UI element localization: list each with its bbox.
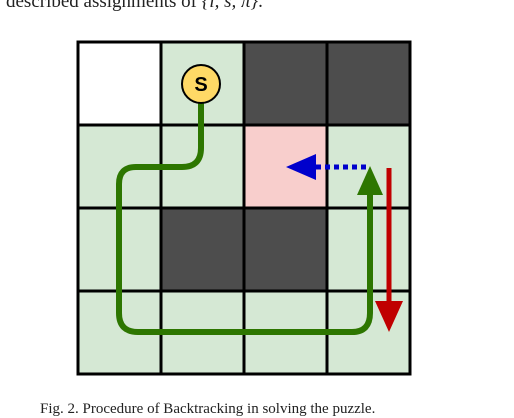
maze-cell-wall: [327, 42, 410, 125]
figure-caption: Fig. 2. Procedure of Backtracking in sol…: [40, 401, 376, 417]
intro-suffix: .: [258, 0, 263, 12]
backtrack-arrowhead-icon: [375, 301, 403, 332]
grid-lines: [76, 40, 412, 376]
intro-math: {l, s, π}: [201, 0, 259, 12]
intro-text: described assignments of {l, s, π}.: [6, 0, 263, 13]
maze-cell-wall: [244, 208, 327, 291]
probe-arrowhead-icon: [286, 154, 316, 180]
maze-cell-wall: [244, 42, 327, 125]
solution-path-icon: [116, 103, 373, 335]
maze-cell-wall: [161, 208, 244, 291]
start-marker-icon: [181, 64, 221, 104]
route-arrowhead-icon: [357, 166, 383, 195]
maze-cell-empty: [78, 42, 161, 125]
intro-prefix: described assignments of: [6, 0, 202, 12]
start-label: S: [194, 74, 207, 96]
